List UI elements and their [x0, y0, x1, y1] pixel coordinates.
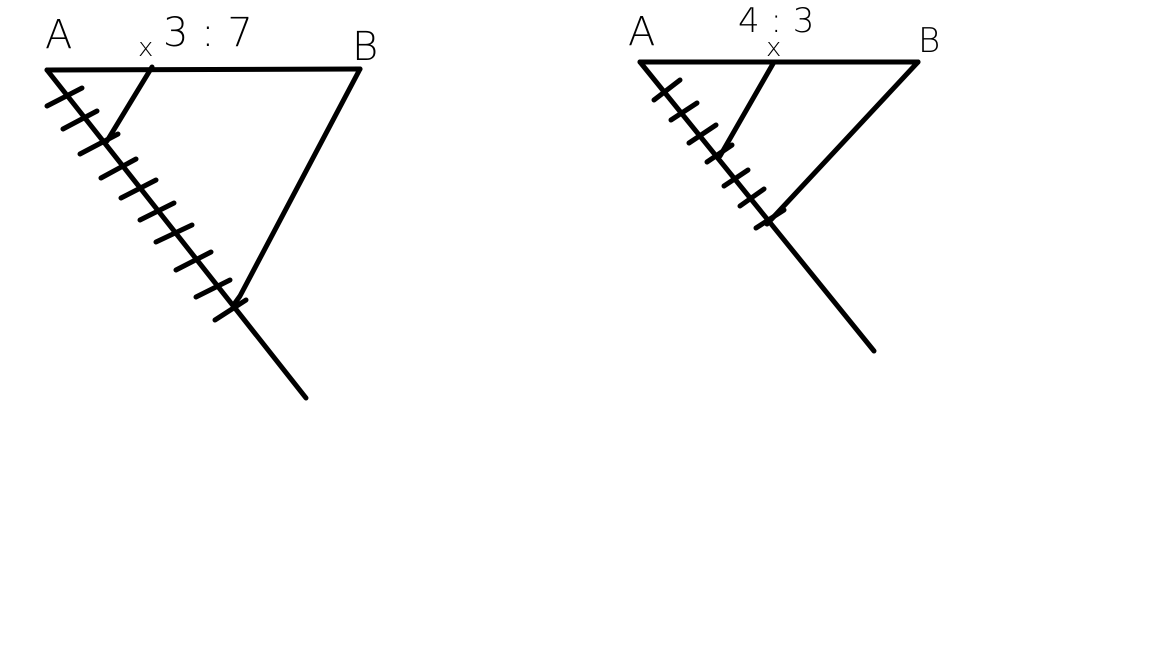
right-tick — [737, 186, 767, 209]
right-parallel-to-x — [717, 59, 777, 159]
right-tick — [721, 167, 751, 189]
right-tick — [651, 77, 683, 103]
right-tick — [753, 207, 787, 231]
left-tick — [173, 249, 214, 273]
left-join-to-b — [232, 66, 363, 306]
left-tick — [77, 131, 121, 157]
left-label-b: B — [352, 24, 378, 70]
right-label-b: B — [918, 21, 940, 61]
right-join-to-b — [764, 59, 921, 227]
left-tick — [153, 222, 195, 245]
left-segment-ab — [44, 66, 363, 73]
right-label-a: A — [628, 9, 655, 55]
left-tick — [44, 85, 85, 109]
left-tick — [118, 177, 159, 201]
left-tick — [193, 277, 233, 300]
right-tick — [668, 100, 700, 123]
right-tick — [686, 122, 719, 146]
left-tick — [212, 297, 249, 323]
right-diagram: A B x 4 : 3 — [628, 1, 940, 354]
left-parallel-to-x — [104, 64, 155, 144]
left-diagram: A B x 3 : 7 — [44, 10, 378, 401]
right-label-x: x — [766, 33, 781, 63]
right-construction-ray — [637, 59, 877, 354]
left-tick — [60, 108, 100, 132]
left-tick-marks — [44, 85, 249, 323]
left-label-x: x — [138, 33, 153, 63]
left-tick — [137, 200, 177, 223]
left-label-ratio: 3 : 7 — [163, 10, 253, 56]
left-tick — [98, 156, 139, 181]
right-label-ratio: 4 : 3 — [738, 1, 814, 41]
left-label-a: A — [45, 12, 72, 58]
right-tick — [704, 142, 735, 165]
right-tick-marks — [651, 77, 787, 231]
